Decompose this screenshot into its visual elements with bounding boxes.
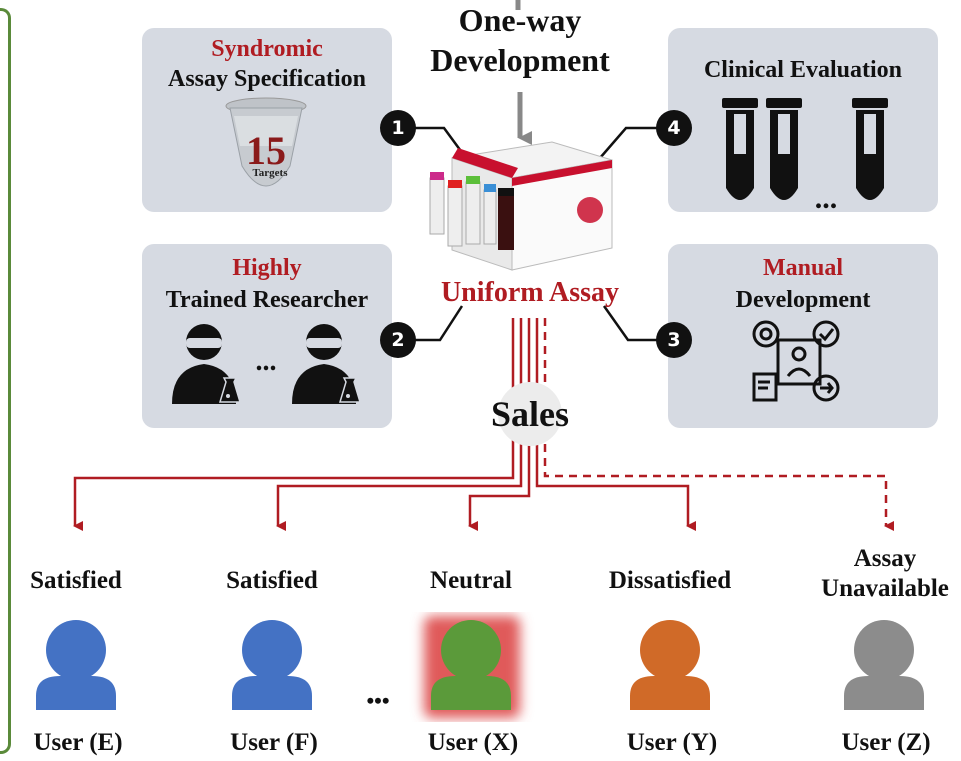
sales-node xyxy=(498,382,562,446)
panel-text: Development xyxy=(735,287,871,313)
user-avatars: ••• xyxy=(36,616,924,718)
tube-number: 15 xyxy=(246,128,286,173)
user-avatar-y xyxy=(630,620,710,710)
assay-kit-image xyxy=(429,141,613,271)
product-label: Uniform Assay xyxy=(440,277,620,308)
panel-assay-specification: Syndromic Assay Specification 15 Targets xyxy=(142,28,392,212)
panel-text: Clinical Evaluation xyxy=(703,57,903,83)
step-marker-4: 4 xyxy=(656,110,692,146)
sample-tube-icon: 15 Targets xyxy=(225,97,307,187)
user-status-e: Satisfied xyxy=(30,567,122,594)
user-status-y: Dissatisfied xyxy=(608,567,732,594)
researcher-icons: ... xyxy=(172,324,362,404)
panel-text: Assay Specification xyxy=(168,66,366,92)
user-status-f: Satisfied xyxy=(226,567,318,594)
researcher-icon xyxy=(292,324,362,404)
panel-highlight: Highly xyxy=(232,255,302,281)
connector-4 xyxy=(599,126,660,159)
tubes-ellipsis: ... xyxy=(815,182,838,211)
process-title: One-way Development xyxy=(400,0,640,80)
panel-clinical-evaluation: Clinical Evaluation ... xyxy=(668,28,938,212)
panel-text: Trained Researcher xyxy=(165,287,369,313)
panel-highlight: Syndromic xyxy=(211,36,323,62)
process-title-line1: One-way xyxy=(458,2,582,38)
user-name-f: User (F) xyxy=(230,729,318,756)
user-avatar-f xyxy=(232,620,312,710)
panel-trained-researcher: Highly Trained Researcher ... xyxy=(142,244,392,428)
process-title-line2: Development xyxy=(430,42,610,78)
reagent-tubes xyxy=(429,172,514,250)
workflow-icon xyxy=(752,320,840,402)
svg-text:...: ... xyxy=(256,346,277,377)
user-name-z: User (Z) xyxy=(841,729,931,756)
user-name-x: User (X) xyxy=(427,729,519,756)
connector-1 xyxy=(412,126,468,159)
step-marker-1: 1 xyxy=(380,110,416,146)
user-avatar-x xyxy=(424,616,520,718)
panel-highlight: Manual xyxy=(762,255,843,281)
user-name-y: User (Y) xyxy=(626,729,718,756)
panel-manual-development: Manual Development xyxy=(668,244,938,428)
left-frame-border xyxy=(0,8,11,754)
users-ellipsis: ••• xyxy=(366,688,389,713)
connector-3 xyxy=(602,305,660,342)
step-marker-3: 3 xyxy=(656,322,692,358)
test-tubes-icon: ... xyxy=(722,98,888,211)
user-status-x: Neutral xyxy=(430,567,512,594)
connector-2 xyxy=(412,305,464,342)
user-avatar-z xyxy=(844,620,924,710)
user-name-e: User (E) xyxy=(33,729,123,756)
tube-caption: Targets xyxy=(252,167,288,179)
researcher-icon xyxy=(172,324,242,404)
sales-line-z xyxy=(543,318,894,531)
step-marker-2: 2 xyxy=(380,322,416,358)
sales-label: Sales xyxy=(490,394,569,434)
user-status-z: Assay Unavailable xyxy=(821,545,949,602)
user-avatar-e xyxy=(36,620,116,710)
